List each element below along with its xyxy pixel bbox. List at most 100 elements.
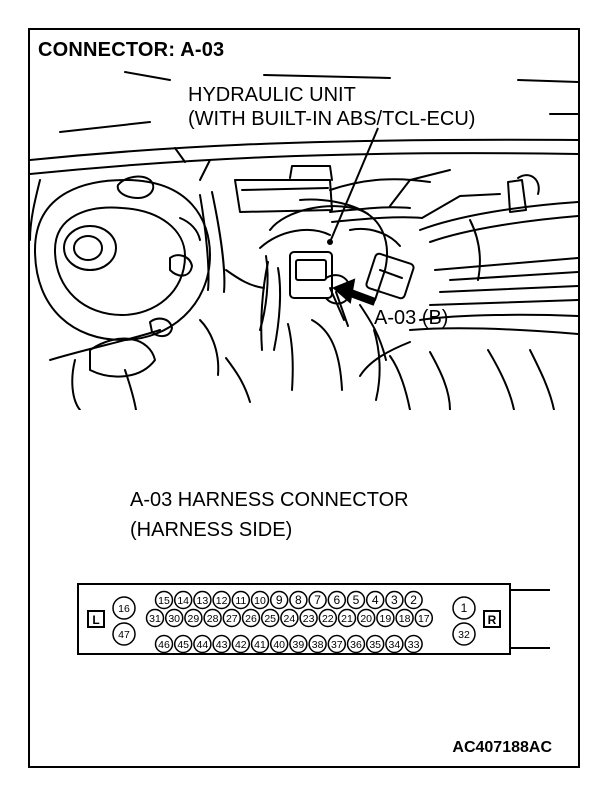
pin-number: 8 [295, 593, 302, 607]
pin-circle [269, 634, 289, 654]
pin-circle [241, 608, 261, 628]
pin-circle [327, 634, 347, 654]
pin-circle [414, 608, 434, 628]
pin-circle [308, 590, 327, 610]
side-mark-l: L [92, 613, 99, 627]
engine-bay-illustration [30, 71, 578, 410]
pin-circle [395, 608, 414, 628]
pin-circle [203, 608, 222, 628]
pin-circle [193, 634, 212, 654]
pin-number: 47 [118, 629, 130, 641]
pin-number: 9 [276, 593, 283, 607]
pin-circle [173, 590, 193, 610]
pin-circle [365, 634, 385, 654]
pin-number: 15 [158, 595, 170, 607]
pin-circle [154, 590, 174, 610]
leader-line-hydraulic-unit [327, 127, 379, 245]
pin-number: 35 [369, 639, 381, 651]
pin-circle [269, 590, 289, 610]
pin-number: 36 [350, 639, 362, 651]
pin-number: 39 [293, 639, 305, 651]
component-label-line1: HYDRAULIC UNIT [188, 84, 356, 106]
pin-number: 45 [177, 639, 189, 651]
pin-number: 25 [264, 613, 276, 625]
pin-circle [376, 608, 395, 628]
pin-circle [112, 622, 136, 646]
diagram-frame: CONNECTOR: A-03 HYDRAULIC UNIT (WITH BUI… [28, 28, 580, 768]
pin-number: 18 [399, 613, 411, 625]
pin-circle [231, 590, 251, 610]
pin-circle [356, 608, 376, 628]
pin-circle [318, 608, 338, 628]
pin-number: 27 [226, 613, 238, 625]
side-mark-l-box [87, 610, 105, 628]
side-mark-r: R [488, 613, 497, 627]
pin-number: 40 [273, 639, 285, 651]
pin-number: 46 [158, 639, 170, 651]
pin-number: 4 [372, 593, 379, 607]
pin-number: 37 [331, 639, 343, 651]
pin-circle [212, 590, 231, 610]
pin-number: 12 [216, 595, 228, 607]
pin-circle [308, 634, 327, 654]
pin-number: 6 [333, 593, 340, 607]
connector-body [77, 583, 511, 655]
pin-number: 29 [188, 613, 200, 625]
pin-number: 43 [216, 639, 228, 651]
pin-number: 19 [380, 613, 392, 625]
callout-label: A-03 (B) [374, 307, 449, 329]
pin-number: 21 [341, 613, 353, 625]
pin-number: 33 [408, 639, 420, 651]
pin-number: 2 [410, 593, 417, 607]
pin-circle [346, 634, 366, 654]
pin-number: 30 [168, 613, 180, 625]
pin-number: 38 [312, 639, 324, 651]
pin-number: 1 [461, 601, 468, 615]
pin-number: 44 [197, 639, 209, 651]
pin-number: 20 [360, 613, 372, 625]
pin-number: 3 [391, 593, 398, 607]
pin-circle [154, 634, 174, 654]
pin-number: 5 [353, 593, 360, 607]
callout-arrow [332, 278, 377, 306]
pin-circle [173, 634, 193, 654]
pin-number: 34 [389, 639, 401, 651]
pin-circle [250, 634, 270, 654]
side-mark-r-box [483, 610, 501, 628]
figure-code: AC407188AC [452, 739, 552, 756]
pin-number: 32 [458, 629, 470, 641]
pin-number: 7 [314, 593, 321, 607]
pin-number: 10 [254, 595, 266, 607]
pin-number: 23 [303, 613, 315, 625]
pin-number: 26 [245, 613, 257, 625]
harness-label-line2: (HARNESS SIDE) [130, 519, 293, 541]
pin-circle [452, 596, 476, 620]
pin-circle [404, 590, 423, 610]
pin-circle [250, 590, 270, 610]
pin-circle [145, 608, 165, 628]
pin-circle [452, 622, 476, 646]
pin-number: 16 [118, 603, 130, 615]
a-03-b-connector [359, 252, 415, 401]
pin-number: 14 [177, 595, 189, 607]
pin-circle [260, 608, 280, 628]
pin-circle [280, 608, 299, 628]
pin-circle [193, 590, 212, 610]
harness-label-line1: A-03 HARNESS CONNECTOR [130, 489, 409, 511]
pin-circle [289, 634, 308, 654]
pin-circle [327, 590, 347, 610]
pin-circle [212, 634, 231, 654]
pin-number: 31 [149, 613, 161, 625]
pin-number: 42 [235, 639, 247, 651]
pin-number: 28 [207, 613, 219, 625]
pin-circle [404, 634, 423, 654]
pin-number: 22 [322, 613, 334, 625]
page-title: CONNECTOR: A-03 [38, 39, 225, 61]
strut-tower [30, 175, 211, 341]
pin-circle [365, 590, 385, 610]
pin-number: 24 [284, 613, 296, 625]
pin-circle [289, 590, 308, 610]
pin-circle [385, 590, 404, 610]
component-label-line2: (WITH BUILT-IN ABS/TCL-ECU) [188, 108, 476, 130]
